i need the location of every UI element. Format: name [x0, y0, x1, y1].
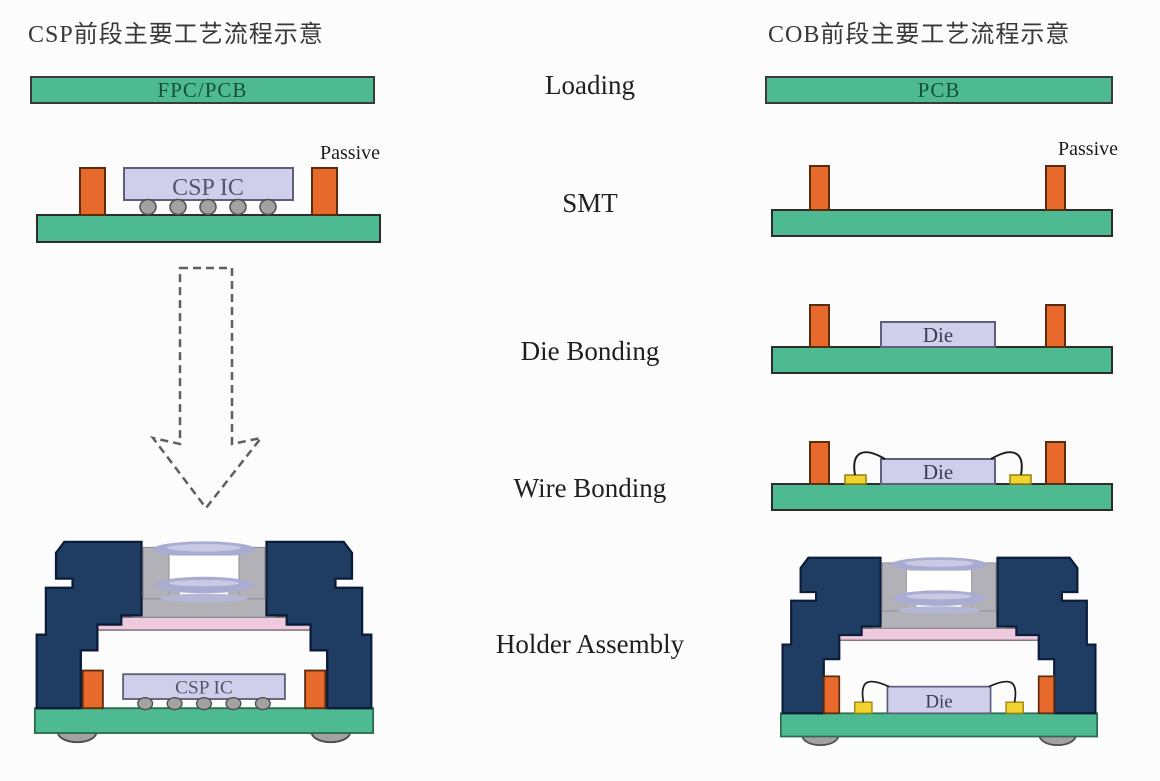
cob-holder-passive-right	[1037, 675, 1056, 715]
csp-holder-solder-balls	[137, 696, 271, 711]
cob-wb-bond-wire-left	[853, 451, 886, 476]
csp-smt-pcb	[36, 214, 381, 243]
cob-db-die-label: Die	[923, 323, 953, 347]
cob-smt-passive-left	[809, 165, 830, 211]
csp-smt-passive-right	[311, 167, 338, 216]
csp-holder-chip-label: CSP IC	[175, 677, 233, 698]
csp-board-label: FPC/PCB	[157, 78, 248, 102]
csp-passive-label: Passive	[320, 142, 380, 164]
step-label-die-bonding: Die Bonding	[520, 336, 660, 366]
csp-smt-passive-left	[79, 167, 106, 216]
cob-db-passive-right	[1045, 304, 1066, 348]
cob-holder-bond-wire-left	[861, 680, 890, 703]
csp-title: CSP前段主要工艺流程示意	[28, 22, 324, 48]
csp-holder-lenses	[152, 541, 256, 603]
cob-wb-pcb	[771, 483, 1113, 511]
cob-smt-passive-right	[1045, 165, 1066, 211]
cob-holder-ir-filter	[833, 627, 1045, 641]
csp-holder-passive-left	[81, 669, 104, 710]
step-label-smt: SMT	[562, 188, 618, 218]
csp-holder-passive-right	[304, 669, 327, 710]
csp-holder-ir-filter	[91, 616, 317, 631]
csp-smt-diagram: Passive CSP IC	[36, 142, 381, 243]
cob-holder-passive-left	[822, 675, 841, 715]
cob-title: COB前段主要工艺流程示意	[768, 22, 1071, 48]
cob-db-pcb	[771, 346, 1113, 374]
cob-holder-die-label: Die	[925, 691, 952, 712]
cob-wb-die-label: Die	[923, 460, 953, 484]
csp-holder-lens-barrel	[131, 546, 277, 618]
cob-wb-bond-pad-right	[1009, 474, 1032, 485]
cob-smt-pcb	[771, 209, 1113, 237]
cob-die-bonding-diagram: Die	[771, 304, 1113, 374]
cob-wire-bonding-diagram: Die	[771, 441, 1113, 511]
cob-wb-die	[880, 458, 996, 485]
step-label-loading: Loading	[545, 70, 635, 100]
cob-db-passive-left	[809, 304, 830, 348]
cob-wb-passive-right	[1045, 441, 1066, 485]
cob-wb-passive-left	[809, 441, 830, 485]
csp-smt-chip-label: CSP IC	[172, 175, 244, 201]
cob-holder-bond-pad-left	[854, 701, 873, 714]
flow-down-arrow	[149, 266, 265, 511]
cob-holder-pcb	[779, 712, 1099, 738]
cob-passive-label: Passive	[1058, 138, 1118, 160]
csp-holder-diagram: CSP IC	[33, 540, 375, 744]
csp-smt-solder-balls	[139, 198, 277, 216]
cob-holder-bond-wire-right	[988, 680, 1017, 703]
cob-holder-bond-pad-right	[1005, 701, 1024, 714]
csp-holder-housing	[35, 540, 373, 710]
csp-holder-pcb	[33, 707, 375, 734]
step-label-wire-bonding: Wire Bonding	[513, 473, 667, 503]
cob-holder-die	[886, 685, 992, 715]
cob-db-die	[880, 321, 996, 348]
cob-wb-bond-wire-right	[990, 451, 1023, 476]
csp-smt-chip	[123, 167, 294, 201]
flow-down-arrow-outline	[149, 266, 265, 511]
step-label-holder-assembly: Holder Assembly	[495, 629, 685, 659]
cob-wb-bond-pad-left	[844, 474, 867, 485]
cob-board-label: PCB	[917, 78, 961, 102]
csp-board-bar: FPC/PCB	[30, 76, 375, 104]
cob-holder-lenses	[890, 557, 988, 615]
cob-holder-diagram: Die	[779, 556, 1099, 746]
cob-board-bar: PCB	[765, 76, 1113, 104]
cob-smt-diagram: Passive	[771, 138, 1118, 237]
cob-holder-housing	[781, 556, 1097, 715]
